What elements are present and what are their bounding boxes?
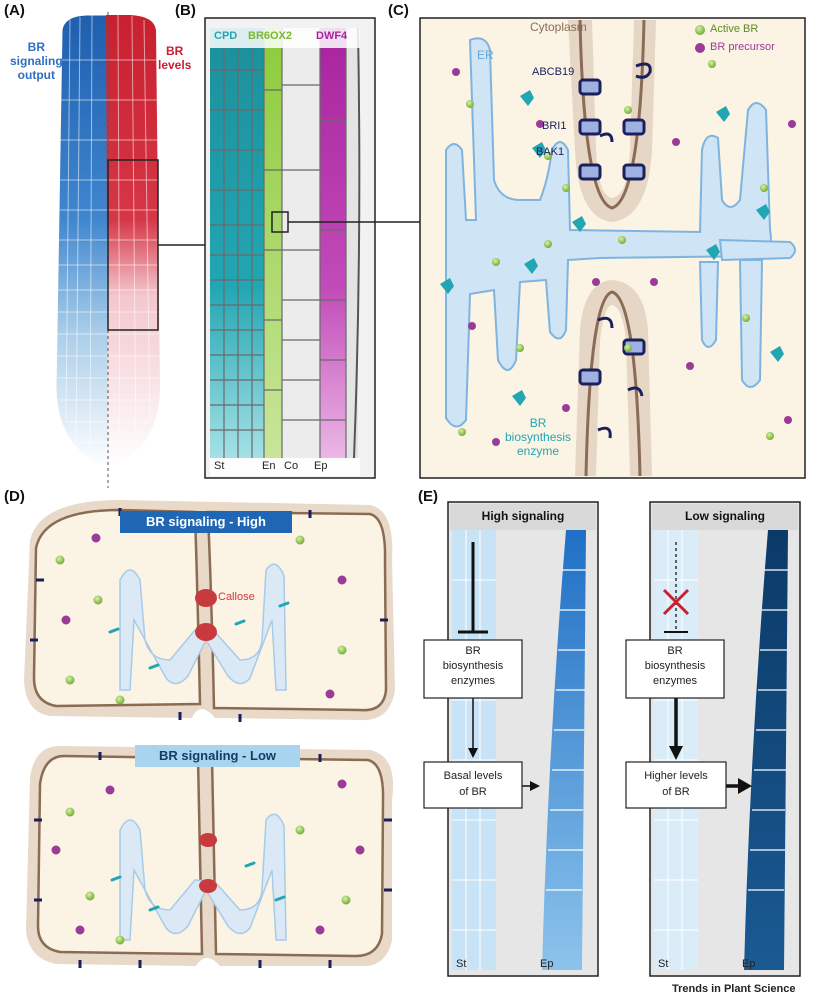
panel-e-high: [423, 501, 599, 977]
legend-br-precursor: BR precursor: [710, 41, 775, 53]
high-enzymes-line1: BR: [465, 645, 481, 657]
high-enzymes-box: BR biosynthesis enzymes: [424, 644, 522, 689]
cytoplasm-label: Cytoplasm: [530, 20, 587, 34]
panel-e-letter: (E): [418, 488, 438, 505]
panel-c-letter: (C): [388, 2, 409, 19]
low-st-label: St: [658, 958, 669, 970]
high-st-label: St: [456, 958, 467, 970]
low-title-bg: [135, 745, 300, 767]
high-enzymes-line2: biosynthesis: [442, 660, 504, 672]
panel-a-root: [55, 12, 205, 488]
panel-d-letter: (D): [4, 488, 25, 505]
bak1-label: BAK1: [536, 146, 565, 158]
low-ep-label: Ep: [742, 958, 756, 970]
panel-e-low: [625, 501, 801, 977]
high-title-bg: [120, 511, 292, 533]
enzyme-label: BR biosynthesis enzyme: [505, 416, 571, 458]
low-enzymes-line3: enzymes: [652, 675, 698, 687]
panel-b-tissue: [204, 17, 420, 479]
tissue-co: Co: [284, 460, 299, 472]
gene-br6ox2: BR6OX2: [248, 30, 293, 42]
tissue-en: En: [262, 460, 276, 472]
higher-levels-line1: Higher levels: [644, 770, 708, 782]
panel-c-cell: [419, 17, 806, 479]
high-signaling-title: BR signaling - High: [146, 514, 266, 529]
high-signaling-heading: High signaling: [481, 509, 565, 523]
legend-active-br-icon: [695, 25, 705, 35]
callose-label: Callose: [218, 591, 255, 603]
signaling-label-line2: signaling: [10, 54, 63, 68]
tissue-st: St: [214, 460, 225, 472]
enzyme-label-line3: enzyme: [517, 444, 560, 458]
basal-levels-line1: Basal levels: [443, 770, 503, 782]
low-enzymes-line2: biosynthesis: [644, 660, 706, 672]
basal-levels-line2: of BR: [459, 786, 487, 798]
legend-active-br: Active BR: [710, 23, 759, 35]
high-ep-label: Ep: [540, 958, 554, 970]
low-signaling-heading: Low signaling: [685, 509, 765, 523]
basal-levels-box: Basal levels of BR: [424, 768, 522, 800]
gene-dwf4: DWF4: [316, 30, 348, 42]
enzyme-label-line2: biosynthesis: [505, 430, 572, 444]
low-signaling-title: BR signaling - Low: [159, 748, 276, 763]
low-enzymes-box: BR biosynthesis enzymes: [626, 644, 724, 689]
signaling-output-label: BR signaling output: [10, 40, 63, 82]
bri1-label: BRI1: [542, 120, 567, 132]
abcb19-label: ABCB19: [532, 66, 575, 78]
panel-a-letter: (A): [4, 2, 25, 19]
low-enzymes-line1: BR: [667, 645, 683, 657]
legend-precursor-icon: [695, 43, 705, 53]
enzyme-label-line1: BR: [529, 416, 547, 430]
levels-label-line1: BR: [166, 44, 184, 58]
panel-b-letter: (B): [175, 2, 196, 19]
levels-label-line2: levels: [158, 58, 192, 72]
higher-levels-line2: of BR: [662, 786, 690, 798]
gene-cpd: CPD: [214, 30, 238, 42]
signaling-label-line3: output: [17, 68, 55, 82]
er-label: ER: [477, 48, 494, 62]
journal-credit: Trends in Plant Science: [672, 983, 796, 995]
panel-d-cells: [24, 500, 395, 968]
signaling-label-line1: BR: [27, 40, 45, 54]
br-levels-label: BR levels: [158, 44, 191, 72]
higher-levels-box: Higher levels of BR: [626, 768, 726, 800]
tissue-ep: Ep: [314, 460, 328, 472]
high-enzymes-line3: enzymes: [450, 675, 496, 687]
